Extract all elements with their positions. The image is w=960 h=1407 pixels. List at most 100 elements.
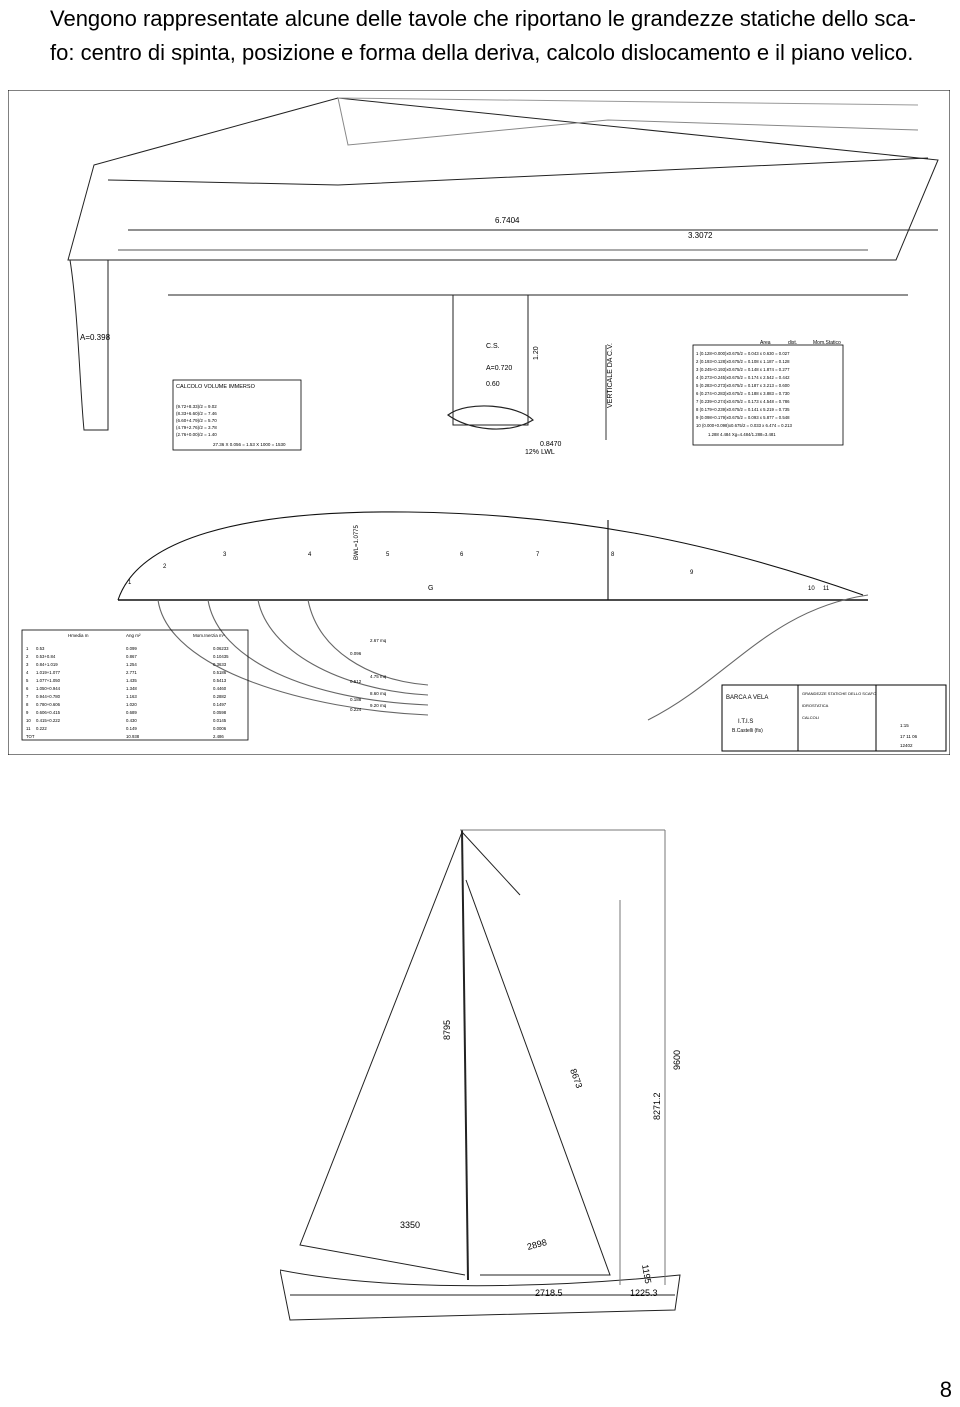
- inertia-table: Hmedia m Ang m² Mom.Inerzia m⁴ 1 0.53 0.…: [21, 629, 249, 741]
- moment-row: 5 (0.283+0.273)x0.675/2 = 0.187 x 3.213 …: [696, 383, 790, 388]
- inertia-cell: 1.435: [126, 678, 137, 683]
- caption-line-2: fo: centro di spinta, posizione e forma …: [50, 40, 914, 65]
- tb-sheet: CALCOLI: [802, 715, 819, 720]
- station-label: 7: [536, 552, 540, 558]
- sail-dim: 8271.2: [652, 1092, 662, 1120]
- inertia-cell: 1.020: [126, 702, 137, 707]
- volume-row: (6.60+4.79)/2 = 5.70: [176, 418, 217, 423]
- tb-number: 12402: [900, 743, 913, 748]
- moment-row: 3 (0.245+0.193)x0.675/2 = 0.148 x 1.874 …: [696, 367, 790, 372]
- offset-label: 0.224: [350, 707, 362, 712]
- area-label: 8.60 mq: [370, 691, 387, 696]
- sail-dim: 3350: [400, 1220, 420, 1230]
- moment-header: Mom.Statico: [813, 340, 841, 346]
- station-label: 11: [823, 586, 830, 592]
- inertia-cell: 9: [26, 710, 29, 715]
- area-label: 2.67 mq: [370, 638, 387, 643]
- moment-header: dist.: [788, 340, 797, 346]
- inertia-cell: 2: [26, 654, 29, 659]
- volume-table: CALCOLO VOLUME IMMERSO (9.72+8.33)/2 = 9…: [172, 379, 302, 451]
- inertia-cell: 6: [26, 686, 29, 691]
- volume-row: (9.72+8.33)/2 = 9.02: [176, 404, 217, 409]
- tb-project: BARCA A VELA: [726, 695, 768, 701]
- station-label: 8: [611, 552, 615, 558]
- area-label: 9.20 mq: [370, 703, 387, 708]
- inertia-cell: 0.53+0.84: [36, 654, 56, 659]
- inertia-cell: 1.163: [126, 694, 137, 699]
- inertia-header: Hmedia m: [68, 633, 89, 638]
- volume-row: (8.33+6.60)/2 = 7.46: [176, 411, 217, 416]
- inertia-cell: 7: [26, 694, 29, 699]
- inertia-cell: 0.5186: [213, 670, 227, 675]
- station-label: 6: [460, 552, 464, 558]
- station-label: 3: [223, 552, 227, 558]
- inertia-cell: 11: [26, 726, 31, 731]
- sail-plan-drawing: 8795 8673 8271.2 9600 3350 2898 1195 271…: [280, 829, 682, 1321]
- inertia-cell: 0.84+1.019: [36, 662, 58, 667]
- offset-label: 0.096: [350, 651, 362, 656]
- inertia-cell: 8: [26, 702, 29, 707]
- moment-row: 2 (0.193+0.128)x0.675/2 = 0.108 x 1.187 …: [696, 359, 790, 364]
- moment-header: Area: [760, 340, 771, 346]
- tb-date: 17 11 06: [900, 734, 918, 739]
- station-label: 5: [386, 552, 390, 558]
- offset-label: 0.512: [350, 679, 362, 684]
- offset-label: 0.188: [350, 697, 362, 702]
- vertical-label: VERTICALE DA C.V.: [607, 343, 614, 408]
- station-label: 10: [808, 586, 815, 592]
- moment-table: Area dist. Mom.Statico 1 (0.128+0.000)x0…: [692, 340, 844, 446]
- inertia-cell: 0.0598: [213, 710, 227, 715]
- moment-row: 4 (0.273+0.245)x0.675/2 = 0.174 x 2.542 …: [696, 375, 790, 380]
- moment-total: 1.288 4.484 Xg=4.484/1.288=3.481: [708, 432, 776, 437]
- inertia-cell: 0.2882: [213, 694, 227, 699]
- moment-row: 9 (0.098+0.179)x0.675/2 = 0.093 x 5.877 …: [696, 415, 790, 420]
- keel-bottom: 0.8470: [540, 441, 562, 448]
- moment-row: 1 (0.128+0.000)x0.675/2 = 0.043 x 0.630 …: [696, 351, 790, 356]
- keel-depth: 1.20: [533, 346, 540, 360]
- moment-row: 6 (0.274+0.283)x0.675/2 = 0.188 x 3.883 …: [696, 391, 790, 396]
- inertia-total: 2.486: [213, 734, 224, 739]
- inertia-cell: 5: [26, 678, 29, 683]
- inertia-cell: 1.050+0.944: [36, 686, 61, 691]
- inertia-cell: 0.689: [126, 710, 137, 715]
- volume-row: (2.76+0.00)/2 = 1.40: [176, 432, 217, 437]
- inertia-cell: 0.430: [126, 718, 137, 723]
- moment-row: 7 (0.239+0.274)x0.675/2 = 0.173 x 4.548 …: [696, 399, 790, 404]
- moment-row: 8 (0.179+0.239)x0.675/2 = 0.141 x 5.219 …: [696, 407, 790, 412]
- inertia-cell: 10: [26, 718, 31, 723]
- inertia-cell: 0.5413: [213, 678, 227, 683]
- inertia-cell: 3: [26, 662, 29, 667]
- tb-topic: IDROSTATICA: [802, 703, 829, 708]
- sail-dim: 8795: [442, 1020, 452, 1040]
- inertia-total: 10.938: [126, 734, 140, 739]
- volume-table-title: CALCOLO VOLUME IMMERSO: [176, 384, 256, 390]
- inertia-cell: 1.254: [126, 662, 137, 667]
- hull-statics-drawing: 6.7404 3.3072 A=0.398 C.S. A=0.720 0.60 …: [8, 90, 950, 755]
- station-label: 9: [690, 570, 694, 576]
- inertia-cell: 0.0145: [213, 718, 227, 723]
- inertia-cell: 1.019+1.077: [36, 670, 61, 675]
- sail-dim: 8673: [568, 1067, 584, 1089]
- sail-dim: 1195: [640, 1264, 653, 1285]
- sail-dim: 2898: [526, 1237, 548, 1252]
- dim-partial: 3.3072: [688, 231, 713, 240]
- title-block: BARCA A VELA GRANDEZZE STATICHE DELLO SC…: [721, 684, 947, 752]
- sail-dim: 1225.3: [630, 1288, 658, 1298]
- inertia-cell: 1.348: [126, 686, 137, 691]
- tb-school: I.T.I.S: [738, 719, 753, 725]
- volume-total: 27.36 X 0.056 = 1.53 X 1000 = 1530: [213, 442, 286, 447]
- inertia-cell: 0.0006: [213, 726, 227, 731]
- page-number: 8: [939, 1377, 952, 1402]
- inertia-cell: 0.4460: [213, 686, 227, 691]
- tb-scale: 1:15: [900, 723, 909, 728]
- keel-area: A=0.720: [486, 365, 512, 372]
- dim-total: 6.7404: [495, 216, 520, 225]
- lwl-label: 12% LWL: [525, 449, 555, 456]
- tb-author: B.Castelli (fis): [732, 728, 763, 734]
- caption-line-1: Vengono rappresentate alcune delle tavol…: [50, 6, 916, 31]
- inertia-cell: 2.771: [126, 670, 137, 675]
- inertia-cell: 0.867: [126, 654, 137, 659]
- sail-dim: 9600: [672, 1050, 682, 1070]
- inertia-cell: 4: [26, 670, 29, 675]
- g-label: G: [428, 585, 433, 592]
